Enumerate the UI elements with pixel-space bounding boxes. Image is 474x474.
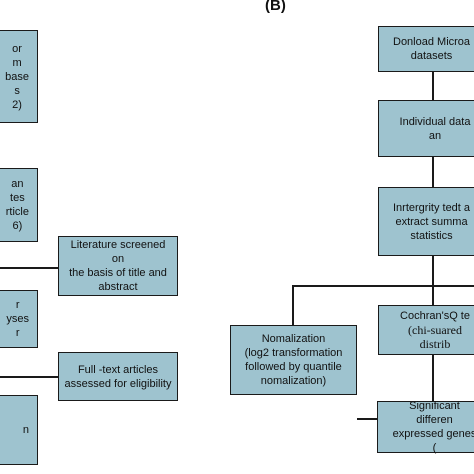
- left-box-1: or m base s 2): [0, 30, 38, 123]
- cochran-q-test-box: Cochran'sQ te (chi-suared distrib: [378, 305, 474, 355]
- left-box-3-line-3: r: [15, 327, 20, 339]
- connector-cochran-significant: [432, 355, 434, 401]
- left-box-2: an tes rticle 6): [0, 168, 38, 242]
- left-box-1-line-5: 2): [12, 98, 22, 111]
- full-text-articles-box: Full -text articles assessed for eligibi…: [58, 352, 178, 401]
- integrity-test-box: Inrtergrity tedt a extract summa statist…: [378, 187, 474, 256]
- literature-screened-line-3: abstract: [98, 281, 138, 293]
- left-box-2-line-4: 6): [12, 220, 23, 232]
- left-box-1-line-3: base: [5, 70, 29, 83]
- left-box-2-line-1: an: [11, 178, 24, 190]
- download-datasets-box: Donload Microa datasets: [378, 26, 474, 72]
- cochran-q-test-line-1: Cochran'sQ te: [400, 310, 470, 322]
- integrity-test-line-3: statistics: [410, 229, 453, 242]
- significant-genes-line-1: Significant differen: [409, 400, 460, 426]
- left-box-1-line-2: m: [12, 56, 22, 69]
- literature-screened-line-1: Literature screened on: [70, 239, 166, 265]
- connector-left-1: [0, 267, 58, 269]
- left-box-3: r yses r: [0, 290, 38, 348]
- connector-branch-cochran: [432, 285, 434, 305]
- left-box-1-line-4: s: [14, 84, 20, 97]
- normalization-line-1: Nomalization: [261, 333, 326, 345]
- individual-data-box: Individual data an: [378, 100, 474, 157]
- connector-integrity-branch: [432, 256, 434, 286]
- connector-branch-horizontal: [292, 285, 474, 287]
- full-text-articles-line-1: Full -text articles: [77, 363, 159, 376]
- integrity-test-line-2: extract summa: [395, 215, 468, 228]
- cochran-q-test-line-2: (chi-suared distrib: [408, 323, 462, 351]
- connector-individual-integrity: [432, 157, 434, 187]
- left-box-2-line-2: tes: [10, 192, 25, 204]
- full-text-articles-line-2: assessed for eligibility: [64, 377, 172, 390]
- connector-normalization-significant: [357, 418, 377, 420]
- connector-branch-normalization: [292, 285, 294, 325]
- left-box-3-line-1: r: [15, 299, 20, 311]
- significant-genes-line-2: expressed genes (: [392, 428, 474, 454]
- normalization-line-3: followed by quantile: [245, 361, 342, 373]
- left-box-1-line-1: or: [12, 42, 22, 55]
- significant-genes-box: Significant differen expressed genes (: [377, 400, 474, 454]
- integrity-test-line-1: Inrtergrity tedt a: [393, 201, 471, 214]
- left-box-4: n: [0, 395, 38, 465]
- literature-screened-box: Literature screened on the basis of titl…: [58, 236, 178, 296]
- connector-download-individual: [432, 72, 434, 100]
- literature-screened-line-2: the basis of title and: [69, 267, 167, 279]
- download-datasets-line-2: datasets: [410, 50, 453, 62]
- left-box-3-line-2: yses: [6, 313, 29, 325]
- left-box-2-line-3: rticle: [5, 206, 29, 218]
- download-datasets-line-1: Donload Microa: [393, 36, 471, 48]
- left-box-4-line-1: n: [22, 424, 29, 436]
- individual-data-line-1: Individual data an: [399, 115, 471, 142]
- normalization-box: Nomalization (log2 transformation follow…: [230, 325, 357, 395]
- panel-label-b: (B): [265, 0, 286, 14]
- normalization-line-2: (log2 transformation: [244, 347, 343, 359]
- normalization-line-4: nomalization): [260, 375, 327, 387]
- connector-left-2: [0, 376, 58, 378]
